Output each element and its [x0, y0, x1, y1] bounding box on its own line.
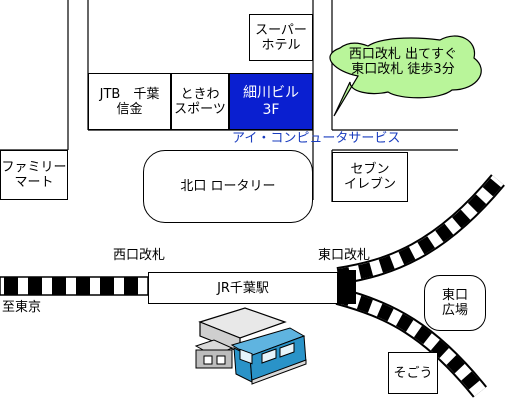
east-gate-label: 東口改札 — [318, 248, 371, 263]
railway-junction — [338, 270, 356, 304]
north-rotary: 北口 ロータリー — [143, 150, 313, 223]
building-family-mart: ファミリー マート — [0, 150, 68, 200]
building-super-hotel: スーパー ホテル — [249, 14, 313, 61]
railway-branch-upper — [336, 174, 505, 285]
building-sogo: そごう — [388, 352, 438, 394]
jr-chiba-station: JR千葉駅 — [148, 272, 338, 304]
building-tokiwa-sports: ときわ スポーツ — [171, 73, 229, 130]
railway-branch-lower — [335, 287, 488, 398]
east-plaza: 東口 広場 — [424, 275, 486, 331]
callout-text: 西口改札 出てすぐ 東口改札 徒歩3分 — [348, 47, 458, 77]
callout-bubble — [329, 35, 482, 117]
building-hosokawa-destination: 細川ビル 3F — [229, 73, 313, 130]
west-gate-label: 西口改札 — [113, 248, 166, 263]
train-icon — [194, 307, 307, 385]
service-name-label: アイ・コンピュータサービス — [232, 131, 401, 146]
to-tokyo-label: 至東京 — [2, 300, 42, 315]
building-jtb-bank: JTB 千葉 信金 — [88, 73, 171, 130]
railway-main — [0, 276, 149, 296]
building-seven-eleven: セブン イレブン — [332, 152, 408, 202]
